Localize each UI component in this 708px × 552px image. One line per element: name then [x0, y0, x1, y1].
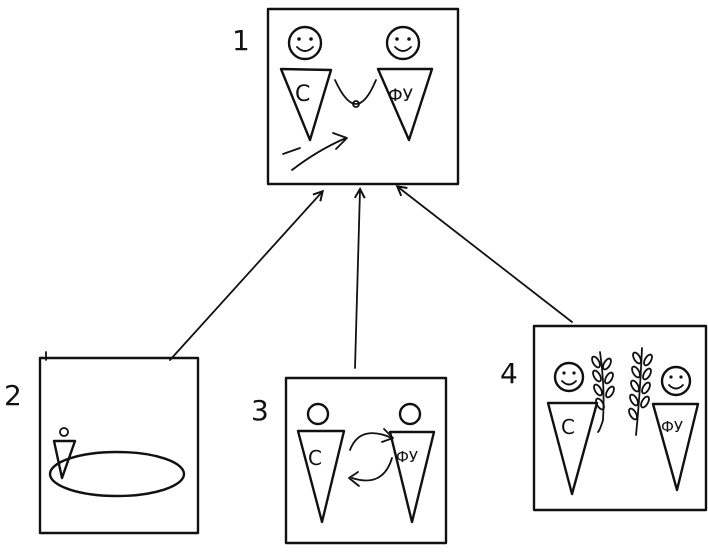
- panel-2-frame: [38, 356, 200, 535]
- panel-4-number: 4: [500, 357, 518, 390]
- connection-rope: [334, 79, 377, 105]
- panel-1: 1 С ФУ: [232, 7, 460, 186]
- panel-3: 3 С ФУ: [251, 376, 448, 545]
- panel-3-frame: [284, 376, 448, 545]
- panel-3-person-left: С: [296, 402, 346, 524]
- panel-1-person-left: С: [279, 25, 333, 142]
- triangle-body: [279, 67, 333, 142]
- triangle-body: [546, 401, 599, 496]
- arrow-3-to-1: [355, 190, 360, 369]
- connection-knot: [352, 100, 360, 108]
- panel-4-person-right: ФУ: [651, 365, 700, 492]
- panel-3-left-label: С: [308, 446, 322, 470]
- exchange-cycle-arrow-icon: [351, 457, 393, 482]
- panel-1-frame: [266, 7, 460, 186]
- panel-2: 2: [4, 351, 200, 535]
- panel-4-left-label: С: [561, 415, 575, 439]
- panel-1-number: 1: [232, 24, 250, 57]
- smiley-face-icon: [287, 25, 323, 61]
- panel-2-number: 2: [4, 379, 22, 412]
- circular-path: [48, 450, 186, 498]
- empty-head-icon: [398, 402, 422, 426]
- movement-arrow-icon: [291, 137, 347, 171]
- panel-1-right-label: ФУ: [388, 86, 414, 106]
- wheat-branch-icon: [628, 347, 653, 436]
- panel-4-right-label: ФУ: [661, 418, 683, 436]
- triangle-body: [651, 402, 700, 492]
- triangle-body: [388, 430, 436, 524]
- exchange-cycle-arrow-icon: [349, 432, 393, 451]
- panel-1-left-label: С: [295, 82, 310, 107]
- panel-3-right-label: ФУ: [396, 448, 418, 466]
- panel-3-person-right: ФУ: [388, 402, 436, 524]
- panel-1-person-right: ФУ: [376, 25, 434, 142]
- small-head-icon: [59, 427, 69, 437]
- arrow-4-to-1: [398, 187, 573, 323]
- panel-4-frame: [532, 324, 708, 512]
- movement-dash: [282, 147, 301, 155]
- panel-3-number: 3: [251, 394, 269, 427]
- wheat-branch-icon: [591, 351, 615, 433]
- smiley-face-icon: [385, 25, 421, 61]
- smiley-face-icon: [553, 361, 585, 393]
- arrow-2-to-1: [169, 192, 322, 361]
- empty-head-icon: [306, 402, 330, 426]
- panel-4-person-left: С: [546, 361, 599, 496]
- triangle-body: [376, 67, 434, 142]
- triangle-body: [296, 429, 346, 524]
- smiley-face-icon: [660, 365, 692, 397]
- panel-4: 4 С ФУ: [500, 324, 708, 512]
